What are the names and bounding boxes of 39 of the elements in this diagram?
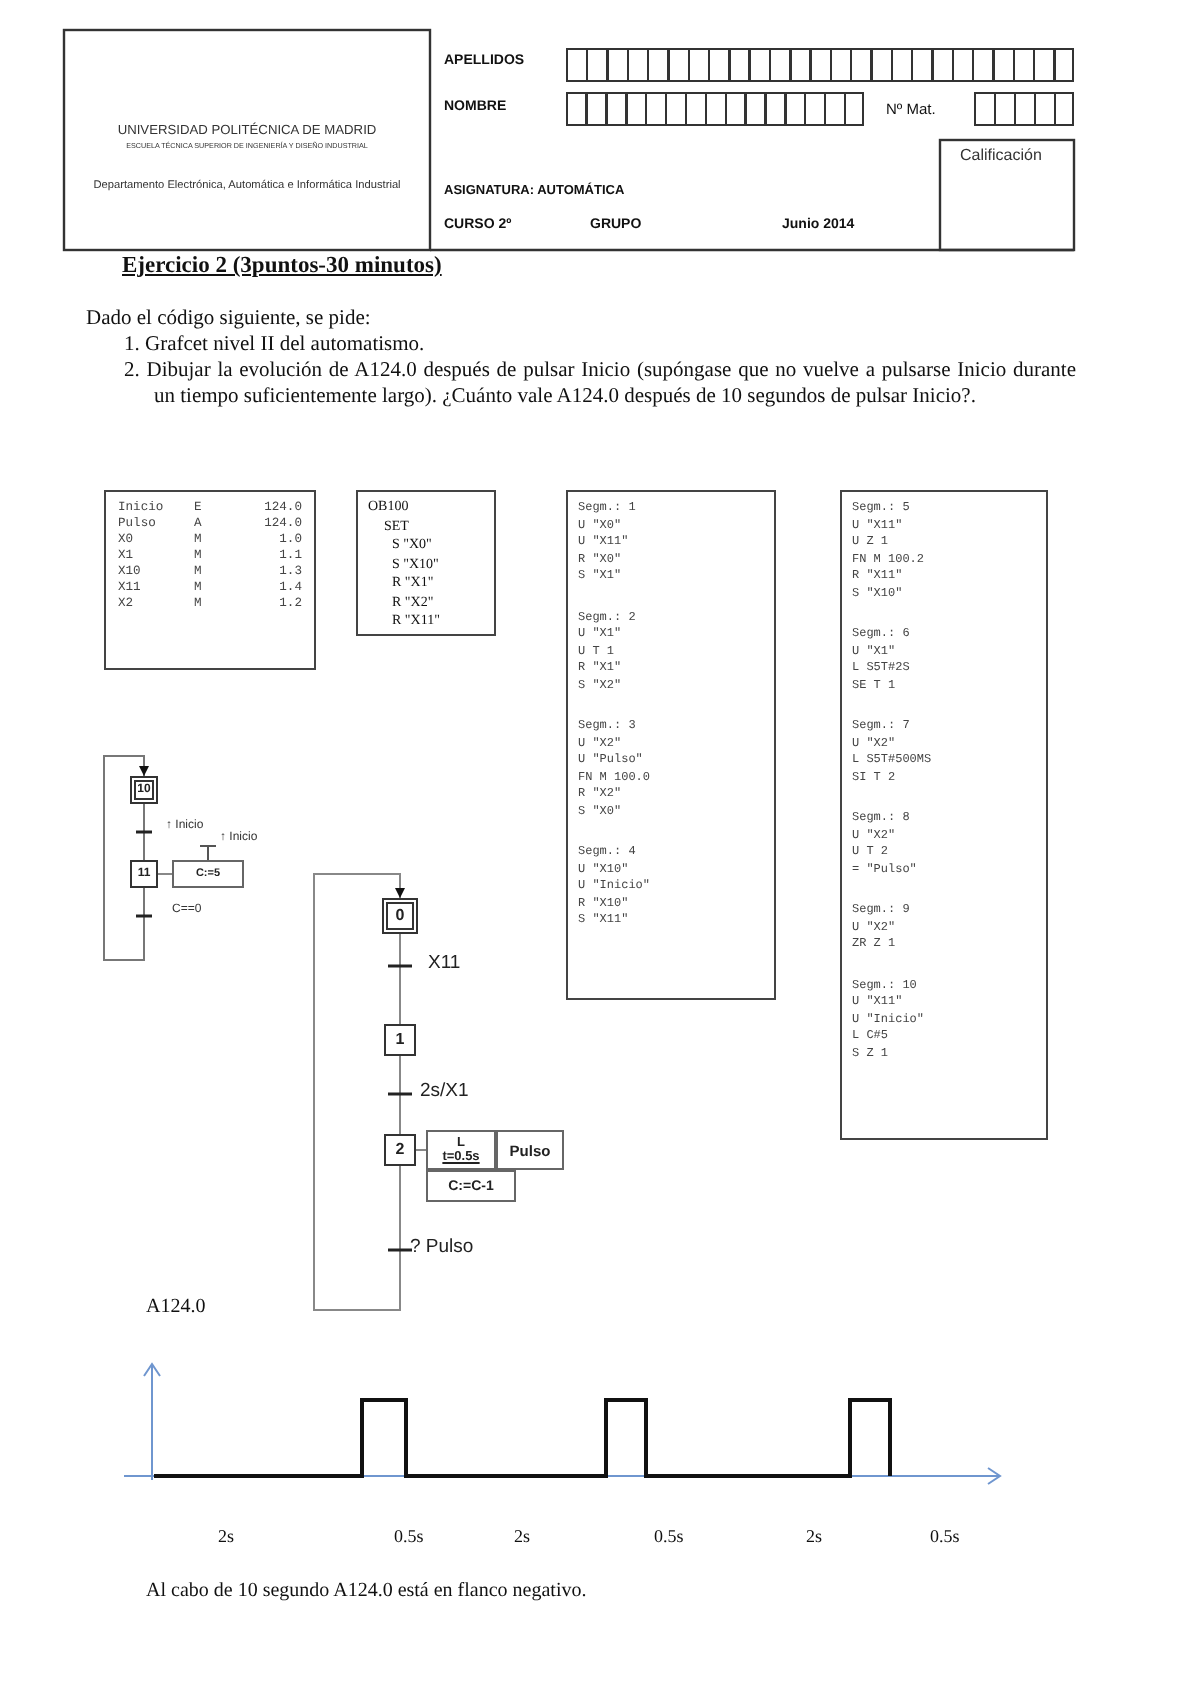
step-number: 1 — [395, 1032, 405, 1048]
connector — [415, 1149, 427, 1151]
loop-arrow — [313, 873, 405, 1311]
code-box — [840, 490, 1048, 1140]
step-number: 2 — [395, 1142, 405, 1158]
task-item: 1. Grafcet nivel II del automatismo. — [124, 332, 427, 359]
loop-arrow — [103, 755, 149, 961]
transition-condition: 2s/X1 — [420, 1080, 469, 1102]
duration-label: 0.5s — [654, 1526, 684, 1549]
grade-label: Calificación — [960, 146, 1042, 166]
connector — [399, 933, 401, 1025]
task-item: 2. Dibujar la evolución de A124.0 después de pulsar Inicio (supóngase que no vuelve a pulsarse Inicio durante un tiempo suficientemente largo). ¿Cuánto vale A124.0 después de 10 segundos de pulsar Inicio?. — [124, 358, 1076, 411]
initial-step-box — [382, 898, 418, 934]
transition-condition: ? Pulso — [410, 1236, 474, 1258]
step-box — [384, 1024, 416, 1056]
step-box — [384, 1134, 416, 1166]
duration-label: 0.5s — [394, 1526, 424, 1549]
connector — [143, 803, 145, 861]
duration-label: 2s — [806, 1526, 823, 1549]
transition-condition: X11 — [428, 952, 461, 974]
duration-label: 0.5s — [930, 1526, 960, 1549]
code-box — [566, 490, 776, 1000]
action-box — [172, 860, 244, 888]
initial-step-box — [130, 776, 158, 804]
connector — [399, 1055, 401, 1135]
duration-label: 2s — [514, 1526, 531, 1549]
variable-table — [104, 490, 316, 670]
step-box — [130, 860, 158, 888]
step-number: 0 — [395, 908, 405, 924]
action-box — [426, 1170, 516, 1202]
signal-name: A124.0 — [146, 1296, 206, 1321]
answer-text: Al cabo de 10 segundo A124.0 está en flanco negativo. — [146, 1580, 587, 1605]
code-box — [356, 490, 496, 636]
duration-label: 2s — [218, 1526, 235, 1549]
connector — [157, 873, 173, 875]
action-box — [496, 1130, 564, 1170]
exercise-title: Ejercicio 2 (3puntos-30 minutos) — [122, 254, 442, 278]
instruction-text: Dado el código siguiente, se pide: — [86, 306, 371, 333]
action-box — [426, 1130, 496, 1170]
